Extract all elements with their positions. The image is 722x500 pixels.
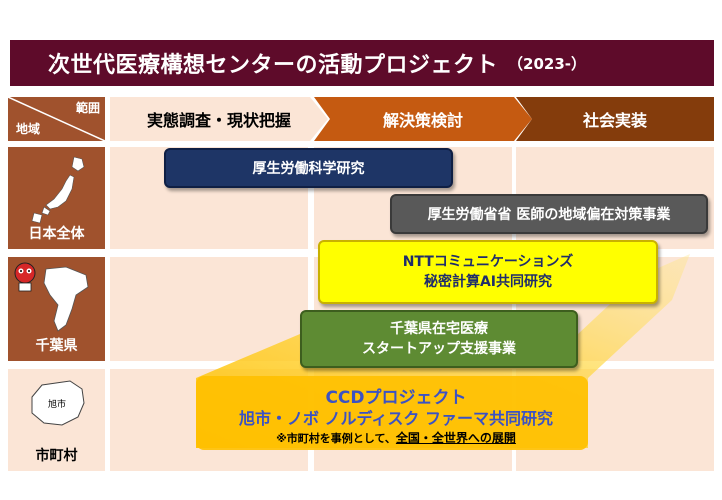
diagonal-line [8, 97, 105, 141]
mascot-icon [14, 262, 36, 292]
project-mhlw-science-label: 厚生労働科学研究 [252, 161, 365, 177]
phase-survey: 実態調査・現状把握 [110, 97, 328, 141]
phase-solution-label: 解決策検討 [382, 111, 463, 130]
title-bar: 次世代医療構想センターの活動プロジェクト （2023-） [10, 40, 714, 86]
page-title-period: （2023-） [508, 54, 586, 73]
project-ntt-line2: 秘密計算AI共同研究 [423, 274, 553, 290]
corner-region-label: 地域 [16, 122, 41, 136]
region-japan: 日本全体 [8, 147, 105, 249]
project-mhlw-science-research: 厚生労働科学研究 [164, 148, 453, 188]
project-mhlw-doctor-label: 厚生労働省省 医師の地域偏在対策事業 [427, 207, 671, 223]
page-title: 次世代医療構想センターの活動プロジェクト [48, 53, 499, 78]
corner-header: 範囲 地域 [8, 97, 105, 141]
chevron-shape [516, 97, 714, 141]
ccd-note-emphasis: 全国・全世界への展開 [395, 431, 516, 445]
project-chiba-line1: 千葉県在宅医療 [390, 321, 488, 337]
japan-map-icon [31, 156, 85, 224]
region-municipality-label: 市町村 [35, 448, 78, 464]
phase-implementation-label: 社会実装 [582, 111, 647, 130]
project-ccd-subtitle: 旭市・ノボ ノルディスク ファーマ共同研究 [238, 409, 554, 428]
asahi-map-label: 旭市 [48, 398, 66, 410]
project-ccd-note: ※市町村を事例として、全国・全世界への展開 [196, 429, 596, 446]
project-chiba-line2: スタートアップ支援事業 [362, 341, 516, 357]
phase-solution: 解決策検討 [314, 97, 532, 141]
project-ccd-title: CCDプロジェクト [325, 388, 467, 408]
grid-cell [110, 257, 308, 361]
chevron-shape [314, 97, 532, 141]
project-ntt-secure-ai: NTTコミュニケーションズ 秘密計算AI共同研究 [318, 240, 658, 304]
chevron-shape [110, 97, 328, 141]
project-chiba-homecare-startup: 千葉県在宅医療 スタートアップ支援事業 [300, 310, 578, 368]
project-ntt-line1: NTTコミュニケーションズ [402, 254, 574, 270]
phase-implementation: 社会実装 [516, 97, 714, 141]
region-japan-label: 日本全体 [28, 226, 85, 242]
region-municipality: 旭市 市町村 [8, 369, 105, 471]
chiba-map-icon [43, 266, 89, 332]
region-chiba-label: 千葉県 [35, 338, 78, 354]
phase-survey-label: 実態調査・現状把握 [146, 111, 291, 130]
project-mhlw-doctor-distribution: 厚生労働省省 医師の地域偏在対策事業 [390, 194, 708, 234]
region-chiba: 千葉県 [8, 257, 105, 361]
corner-scope-label: 範囲 [75, 101, 100, 115]
asahi-city-map-icon: 旭市 [31, 380, 85, 426]
ccd-note-prefix: ※市町村を事例として、 [276, 432, 396, 445]
